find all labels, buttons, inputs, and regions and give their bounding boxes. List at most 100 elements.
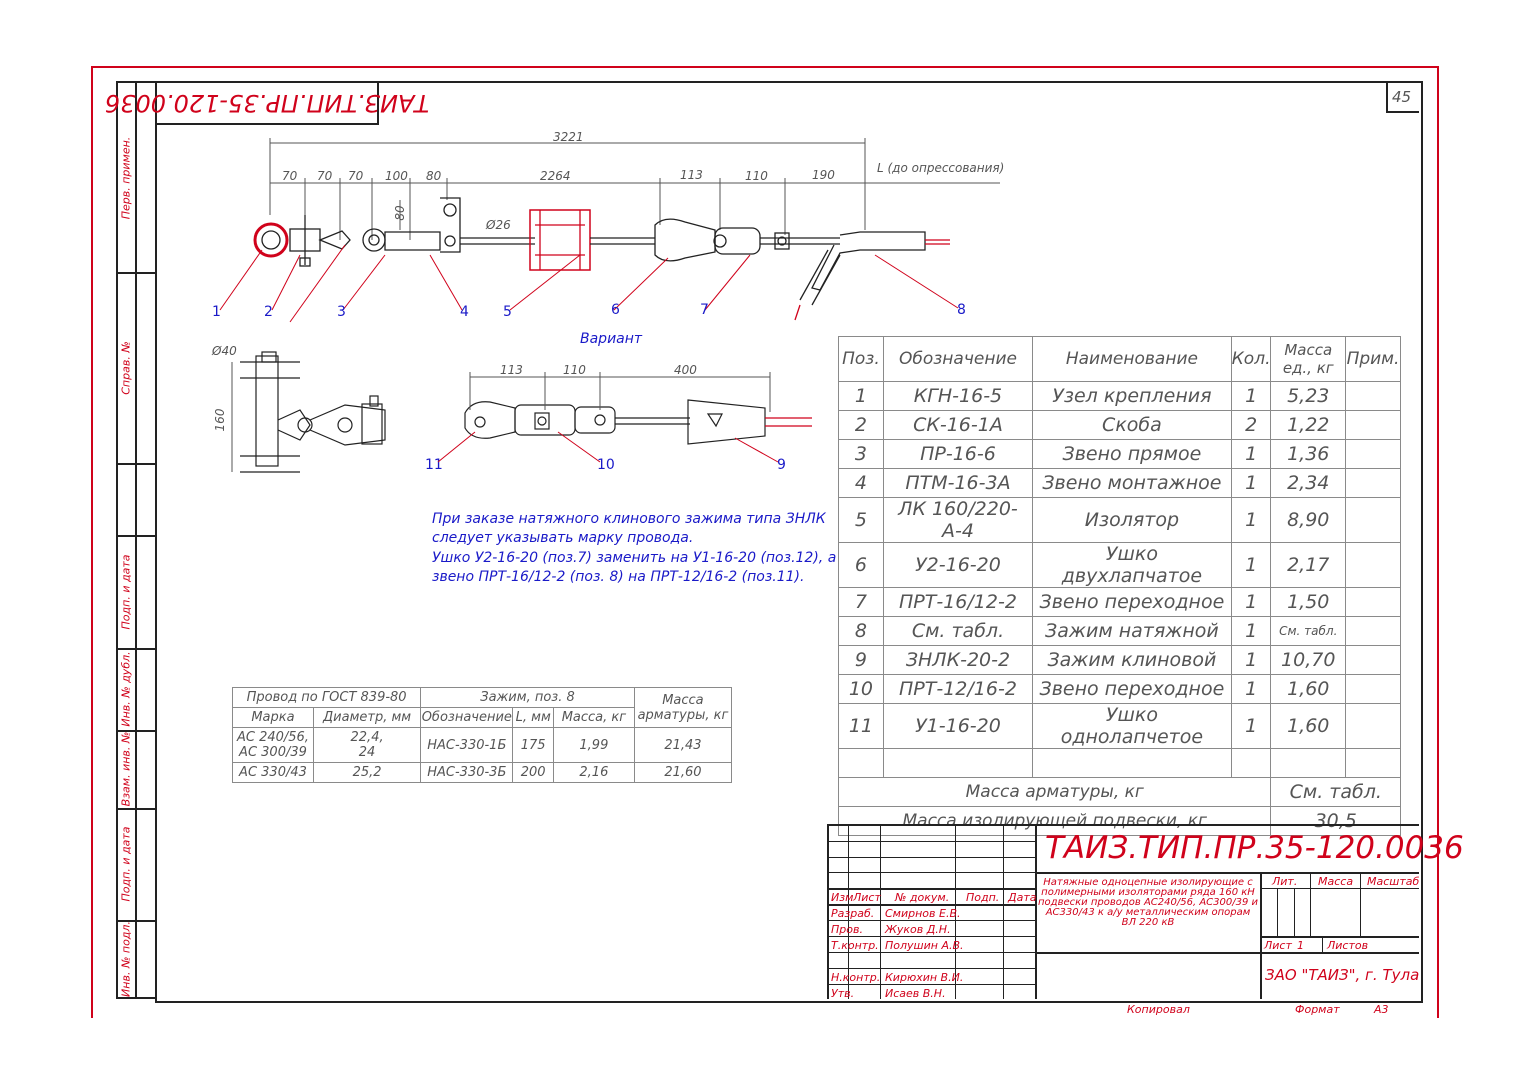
cell: КГН-16-5 (882, 381, 1034, 411)
cell: Ушко двухлапчатое (1032, 542, 1232, 588)
dim-l-label: L (до опрессования) (877, 161, 1005, 175)
variant-title: Вариант (580, 331, 643, 347)
stamp-box (155, 81, 379, 125)
cell: 1 (1230, 381, 1272, 411)
tb-name: Смирнов Е.В. (885, 907, 961, 920)
cell: Узел крепления (1032, 381, 1232, 411)
cell: 1 (1230, 587, 1272, 617)
cell: 2,34 (1270, 468, 1346, 498)
tb-grid-line (1035, 872, 1419, 874)
cell: 1 (1230, 645, 1272, 675)
cell: АС 240/56, АС 300/39 (232, 727, 314, 763)
tb-grid-line (827, 952, 1035, 953)
tb-sheet-no: 1 (1297, 939, 1304, 952)
variant-dim-1: 113 (500, 363, 523, 377)
dim-6: 2264 (540, 169, 571, 183)
cell: 1,50 (1270, 587, 1346, 617)
tb-grid-line (1294, 888, 1295, 936)
cell: 2,17 (1270, 542, 1346, 588)
cell: 2,16 (552, 762, 635, 783)
doc-code: ТАИЗ.ТИП.ПР.35-120.0036 (1045, 830, 1464, 866)
tb-role: Пров. (831, 923, 863, 936)
cell: Зажим натяжной (1032, 616, 1232, 646)
callout-6: 6 (611, 302, 620, 318)
callout-1: 1 (212, 304, 221, 320)
cell: Звено переходное (1032, 674, 1232, 704)
cell (838, 748, 884, 778)
spec-header-row: Поз. Обозначение Наименование Кол. Масса… (838, 336, 1401, 382)
dim-4: 100 (385, 169, 408, 183)
cell: 1,60 (1270, 674, 1346, 704)
tb-grid-line (1310, 872, 1311, 936)
variant-dim-2: 110 (563, 363, 586, 377)
tb-grid-line (1260, 888, 1419, 889)
cell: 7 (838, 587, 884, 617)
mass-fittings-row: Масса арматуры, кг См. табл. (837, 777, 1401, 807)
cell: 1 (1230, 616, 1272, 646)
callout-3: 3 (337, 304, 346, 320)
spec-table: Поз. Обозначение Наименование Кол. Масса… (837, 336, 1401, 836)
callout-2: 2 (264, 304, 273, 320)
sheet-no: 45 (1392, 88, 1412, 106)
tb-col-sign: Подп. (966, 891, 1000, 904)
tb-grid-line (827, 872, 1035, 873)
cell: См. табл. (882, 616, 1034, 646)
cell: Ушко однолапчетое (1032, 703, 1232, 749)
cell: Звено монтажное (1032, 468, 1232, 498)
mass-total-value: 30,5 (1270, 806, 1401, 836)
note-line-3: Ушко У2-16-20 (поз.7) заменить на У1-16-… (432, 550, 837, 566)
wire-header-row: Провод по ГОСТ 839-80 Зажим, поз. 8 Масс… (231, 687, 733, 728)
outer-frame (91, 66, 1439, 1018)
wire-h-mass: Масса арматуры, кг (633, 687, 733, 728)
tb-grid-line (1322, 936, 1323, 952)
footer-format: А3 (1374, 1003, 1389, 1016)
cell: 1 (1230, 674, 1272, 704)
tb-grid-line (880, 824, 881, 999)
dim-9: 190 (812, 168, 835, 182)
cell: ПРТ-12/16-2 (882, 674, 1034, 704)
wire-h-clamp: Зажим, поз. 8 (420, 687, 635, 708)
tb-mass: Масса (1318, 875, 1354, 888)
tb-lit: Лит. (1272, 875, 1298, 888)
spec-h-note: Прим. (1345, 336, 1401, 382)
tb-grid-line (827, 888, 1035, 890)
dim-dia: Ø26 (486, 218, 511, 232)
wire-h-wire: Провод по ГОСТ 839-80 (231, 687, 422, 708)
cell (1345, 381, 1401, 411)
dim-3: 70 (348, 169, 364, 183)
cell (1345, 645, 1401, 675)
note-line-1: При заказе натяжного клинового зажима ти… (432, 511, 826, 527)
tb-grid-line (1360, 872, 1361, 936)
table-row (838, 748, 1401, 778)
wire-table: Провод по ГОСТ 839-80 Зажим, поз. 8 Масс… (231, 687, 733, 783)
cell (1345, 439, 1401, 469)
tb-col-date: Дата (1008, 891, 1037, 904)
variant-dim-3: 400 (674, 363, 697, 377)
cell: АС 330/43 (232, 762, 314, 783)
wire-h-desig: Обозначение (420, 707, 514, 728)
dim-total: 3221 (553, 130, 584, 144)
cell: Зажим клиновой (1032, 645, 1232, 675)
cell (1345, 497, 1401, 543)
note-line-2: следует указывать марку провода. (432, 530, 694, 546)
footer-format-label: Формат (1295, 1003, 1340, 1016)
cell: 8,90 (1270, 497, 1346, 543)
tb-company: ЗАО "ТАИЗ", г. Тула (1265, 966, 1420, 984)
cell: У2-16-20 (882, 542, 1034, 588)
cell (1345, 542, 1401, 588)
cell (1345, 587, 1401, 617)
wire-h-len: L, мм (512, 707, 554, 728)
tb-grid-line (1003, 824, 1004, 999)
mass-fittings-value: См. табл. (1270, 777, 1401, 807)
tb-scale: Масштаб (1367, 875, 1420, 888)
spec-h-desig: Обозначение (882, 336, 1034, 382)
callout-7: 7 (700, 302, 709, 318)
